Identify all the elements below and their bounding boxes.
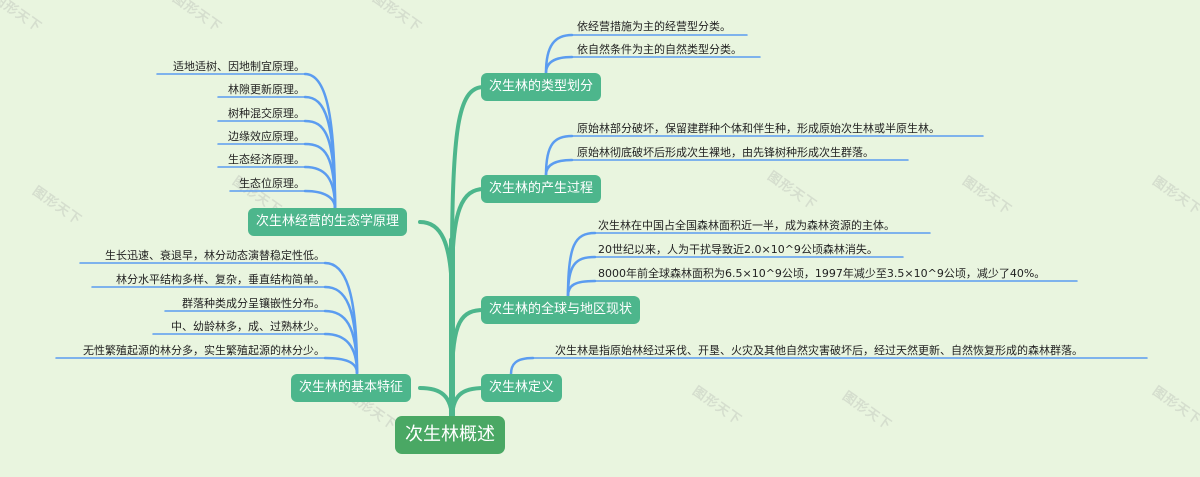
leaf-item[interactable]: 树种混交原理。 xyxy=(228,107,305,120)
branch-node-basic-features[interactable]: 次生林的基本特征 xyxy=(291,374,412,402)
leaf-item[interactable]: 生长迅速、衰退早，林分动态演替稳定性低。 xyxy=(105,249,325,262)
leaf-item[interactable]: 中、幼龄林多，成、过熟林少。 xyxy=(171,320,325,333)
leaf-item[interactable]: 依自然条件为主的自然类型分类。 xyxy=(577,43,742,56)
root-node[interactable]: 次生林概述 xyxy=(395,416,505,454)
leaf-item[interactable]: 原始林部分破坏，保留建群种个体和伴生种，形成原始次生林或半原生林。 xyxy=(577,122,940,135)
leaf-item[interactable]: 原始林彻底破坏后形成次生裸地，由先锋树种形成次生群落。 xyxy=(577,146,874,159)
leaf-item[interactable]: 依经营措施为主的经营型分类。 xyxy=(577,20,731,33)
leaf-item[interactable]: 生态经济原理。 xyxy=(228,153,305,166)
leaf-item[interactable]: 次生林是指原始林经过采伐、开垦、火灾及其他自然灾害破坏后，经过天然更新、自然恢复… xyxy=(555,344,1083,357)
leaf-item[interactable]: 8000年前全球森林面积为6.5×10^9公顷，1997年减少至3.5×10^9… xyxy=(598,267,1046,280)
leaf-item[interactable]: 边缘效应原理。 xyxy=(228,130,305,143)
leaf-item[interactable]: 无性繁殖起源的林分多，实生繁殖起源的林分少。 xyxy=(83,344,325,357)
leaf-item[interactable]: 林隙更新原理。 xyxy=(228,83,305,96)
branch-node-formation[interactable]: 次生林的产生过程 xyxy=(481,175,602,203)
branch-node-ecology-principles[interactable]: 次生林经营的生态学原理 xyxy=(248,208,408,236)
branch-node-status[interactable]: 次生林的全球与地区现状 xyxy=(481,296,641,324)
leaf-item[interactable]: 次生林在中国占全国森林面积近一半，成为森林资源的主体。 xyxy=(598,219,895,232)
branch-node-types[interactable]: 次生林的类型划分 xyxy=(481,73,602,101)
leaf-item[interactable]: 林分水平结构多样、复杂，垂直结构简单。 xyxy=(116,273,325,286)
branch-node-definition[interactable]: 次生林定义 xyxy=(481,374,563,402)
leaf-item[interactable]: 生态位原理。 xyxy=(239,177,305,190)
leaf-item[interactable]: 群落种类成分呈镶嵌性分布。 xyxy=(182,297,325,310)
leaf-item[interactable]: 适地适树、因地制宜原理。 xyxy=(173,60,305,73)
leaf-item[interactable]: 20世纪以来，人为干扰导致近2.0×10^9公顷森林消失。 xyxy=(598,243,878,256)
